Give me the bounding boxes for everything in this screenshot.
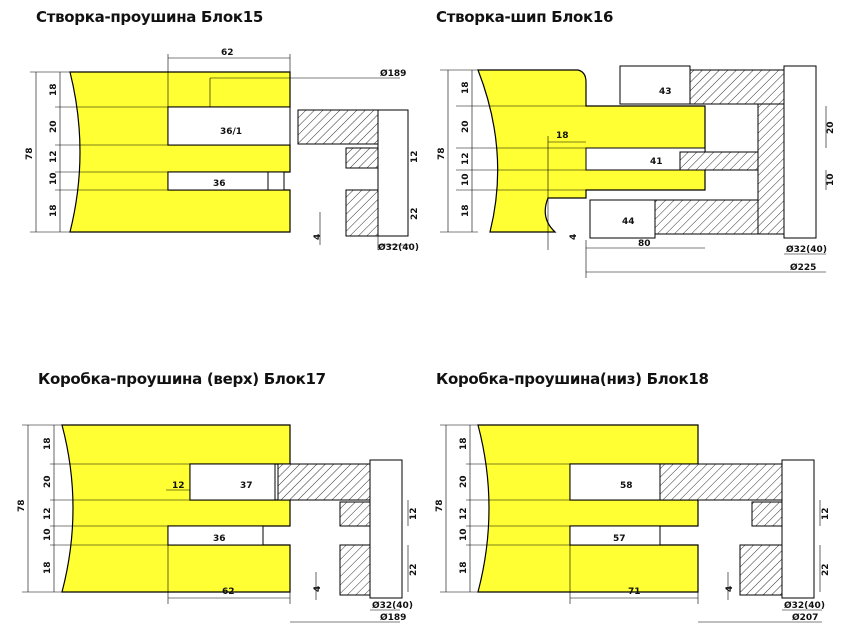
dim-height-total: 78 <box>25 147 35 160</box>
dim-width-bottom: 80 <box>638 239 651 249</box>
dim-h2: 20 <box>49 120 59 133</box>
hatched-body-mid <box>345 147 379 169</box>
dim-h5: 18 <box>43 561 53 574</box>
dim-width-small: 12 <box>172 481 185 491</box>
dim-inner-diameter: Ø32(40) <box>784 600 825 611</box>
cutter-outline-bottom <box>589 199 656 239</box>
panel-title-blok16: Створка-шип Блок16 <box>436 8 614 26</box>
dim-gap: 4 <box>569 234 579 240</box>
drawing-blok17 <box>22 424 409 623</box>
hatched-body-upper <box>277 463 371 501</box>
spindle-block <box>783 65 817 239</box>
dim-right-22: 22 <box>409 563 419 576</box>
dim-cut-b: 36 <box>213 179 226 189</box>
spindle-block <box>781 459 815 599</box>
panel-title-blok17: Коробка-проушина (верх) Блок17 <box>38 370 326 388</box>
wood-profile <box>61 424 291 593</box>
hatched-body-lower <box>339 544 371 596</box>
dim-gap: 4 <box>725 586 735 592</box>
cutter-slot-lower <box>167 525 264 546</box>
dim-right-12: 12 <box>410 150 420 163</box>
dim-h4: 10 <box>49 172 59 185</box>
dim-cut-a: 37 <box>240 481 253 491</box>
dim-h4: 10 <box>459 528 469 541</box>
dim-h3: 12 <box>43 507 53 520</box>
dim-inner-diameter: Ø32(40) <box>372 600 413 611</box>
dim-width-top: 62 <box>221 48 234 58</box>
dim-h3: 12 <box>459 507 469 520</box>
dim-outer-diameter: Ø207 <box>792 612 818 623</box>
spindle-block <box>377 109 409 237</box>
wood-profile <box>477 424 699 593</box>
dim-width-top: 18 <box>556 131 569 141</box>
dims-blok18: 71 58 57 Ø32(40) Ø207 78 18 20 12 10 18 … <box>435 437 831 623</box>
drawing-blok15 <box>30 54 410 250</box>
cutter-slot-upper <box>167 106 291 146</box>
hatched-body-mid <box>339 501 371 527</box>
dim-h2: 20 <box>43 475 53 488</box>
dim-h3: 12 <box>49 150 59 163</box>
dim-h5: 18 <box>49 204 59 217</box>
wood-profile <box>69 71 291 233</box>
panel-title-blok18: Коробка-проушина(низ) Блок18 <box>436 370 709 388</box>
dim-h4: 10 <box>461 173 471 186</box>
dims-blok17: 62 12 37 36 Ø32(40) Ø189 78 18 20 12 10 … <box>17 437 419 623</box>
dim-outer-diameter: Ø189 <box>380 612 406 623</box>
dim-h1: 18 <box>43 437 53 450</box>
dim-h3: 12 <box>461 152 471 165</box>
dim-width-bottom: 62 <box>222 587 235 597</box>
dim-cut-a: 36/1 <box>220 127 242 137</box>
dims-blok15: 62 Ø189 36/1 36 Ø32(40) 78 18 20 12 10 1… <box>25 48 420 253</box>
spindle-block <box>369 459 403 599</box>
cutter-tooth-a <box>267 171 285 191</box>
dim-outer-diameter: Ø189 <box>380 68 406 79</box>
hatched-body-upper <box>687 69 785 105</box>
dim-h2: 20 <box>459 475 469 488</box>
panel-title-blok15: Створка-проушина Блок15 <box>36 8 263 26</box>
dim-cut-c: 44 <box>622 217 635 227</box>
dim-right-12: 12 <box>409 507 419 520</box>
dim-right-10: 10 <box>826 173 836 186</box>
hatched-body-lower <box>654 199 760 235</box>
dim-h2: 20 <box>461 120 471 133</box>
cutter-slot-upper <box>569 463 661 501</box>
dim-width-bottom: 71 <box>628 587 641 597</box>
dim-h1: 18 <box>49 83 59 96</box>
dim-cut-b: 57 <box>613 534 626 544</box>
dim-h4: 10 <box>43 528 53 541</box>
cutter-outline-top <box>619 65 691 105</box>
dim-cut-b: 41 <box>650 157 663 167</box>
cutter-slot-upper <box>189 463 276 501</box>
hatched-body-upper <box>659 463 783 501</box>
dim-right-22: 22 <box>410 207 420 220</box>
dim-height-total: 78 <box>17 499 27 512</box>
dim-height-total: 78 <box>435 499 445 512</box>
dim-right-22: 22 <box>821 563 831 576</box>
cutter-slot-lower <box>569 525 661 546</box>
dim-right-20: 20 <box>826 121 836 134</box>
dim-cut-b: 36 <box>213 534 226 544</box>
dim-right-12: 12 <box>821 507 831 520</box>
dim-gap: 4 <box>313 234 323 240</box>
dim-cut-a: 43 <box>659 87 672 97</box>
dim-gap: 4 <box>313 586 323 592</box>
dims-blok16: 18 80 43 41 44 Ø32(40) Ø225 78 18 20 12 … <box>437 81 836 273</box>
dim-cut-a: 58 <box>620 481 633 491</box>
dim-outer-diameter: Ø225 <box>790 262 816 273</box>
hatched-body-lower <box>739 544 783 596</box>
hatched-body-right <box>757 103 785 235</box>
hatched-body-lower <box>345 189 379 237</box>
dim-height-total: 78 <box>437 147 447 160</box>
drawing-blok16 <box>440 65 827 278</box>
dim-h5: 18 <box>461 204 471 217</box>
dim-h1: 18 <box>459 437 469 450</box>
dim-h1: 18 <box>461 81 471 94</box>
dim-inner-diameter: Ø32(40) <box>378 242 419 253</box>
hatched-body-mid <box>751 501 783 527</box>
dim-inner-diameter: Ø32(40) <box>786 244 827 255</box>
drawing-blok18 <box>440 424 822 623</box>
dim-h5: 18 <box>459 561 469 574</box>
hatched-body-upper <box>297 109 379 145</box>
